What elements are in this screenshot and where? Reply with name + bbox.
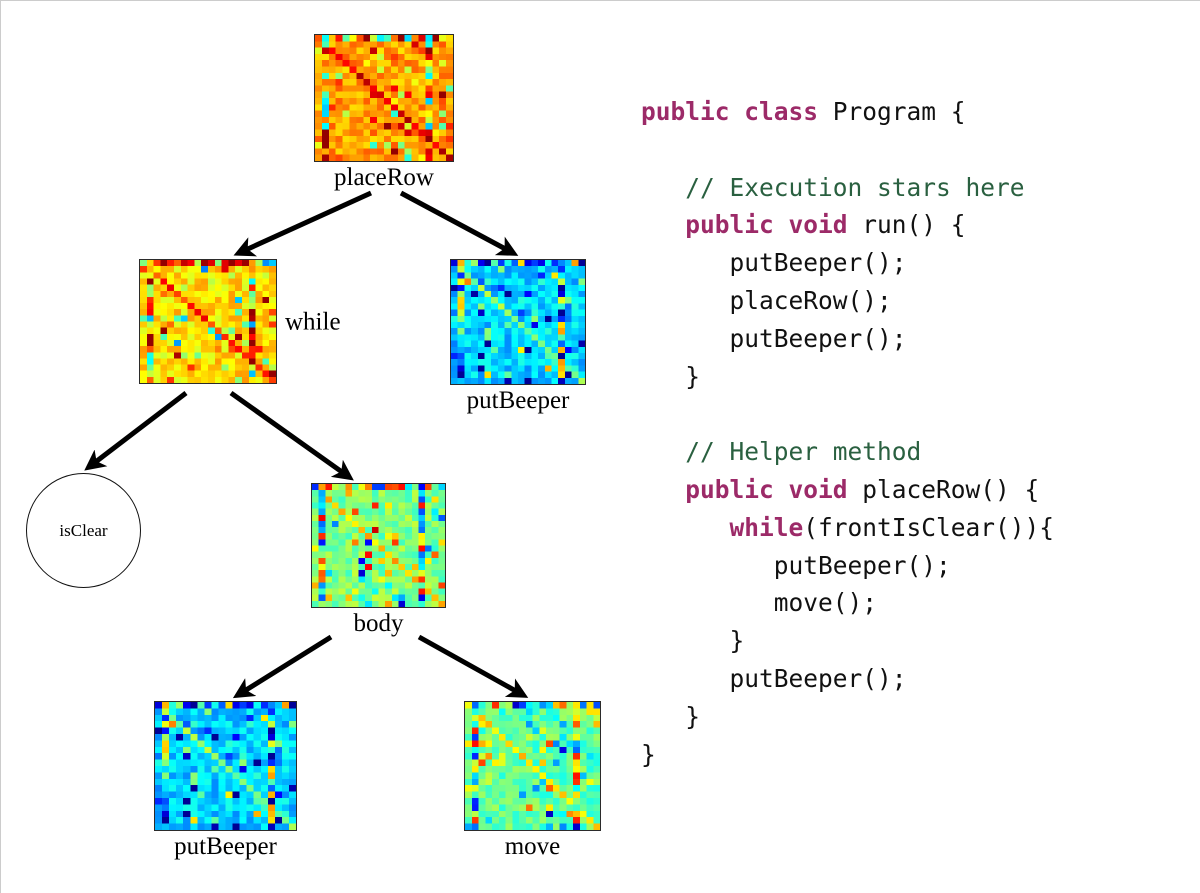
tree-node-putBeeper-leaf[interactable]: putBeeper xyxy=(154,701,297,859)
tree-edge-while-to-isClear xyxy=(84,391,188,471)
heatmap-body xyxy=(311,483,446,608)
tree-node-body[interactable]: body xyxy=(311,483,446,636)
code-token: while xyxy=(729,512,804,542)
tree-node-while[interactable]: while xyxy=(139,259,341,384)
heatmap-putBeeper-leaf xyxy=(154,701,297,831)
tree-edge-body-to-putBeeper-leaf xyxy=(232,634,333,699)
code-token: } xyxy=(641,739,656,769)
code-token: } xyxy=(641,701,701,731)
node-label-putBeeper-leaf: putBeeper xyxy=(174,833,277,860)
heatmap-putBeeper-right xyxy=(450,259,586,385)
code-line xyxy=(641,395,1200,433)
code-line: // Helper method xyxy=(641,433,1200,471)
execution-tree-panel: placeRow while putBeeper isClear body putBeep… xyxy=(1,1,641,893)
code-line: move(); xyxy=(641,584,1200,622)
code-token xyxy=(641,513,730,542)
code-line xyxy=(641,131,1200,169)
code-line: public class Program { xyxy=(641,93,1200,131)
code-line: // Execution stars here xyxy=(641,169,1200,207)
code-token: putBeeper(); xyxy=(641,248,907,278)
tree-node-isClear[interactable]: isClear xyxy=(26,473,141,588)
heatmap-while xyxy=(139,259,277,384)
code-line: putBeeper(); xyxy=(641,320,1200,358)
code-token xyxy=(641,475,685,504)
code-token: public void xyxy=(685,474,863,504)
tree-edge-body-to-move xyxy=(417,634,529,698)
code-token xyxy=(641,210,685,239)
source-code-panel: public class Program { // Execution star… xyxy=(641,93,1200,773)
tree-node-placeRow-root[interactable]: placeRow xyxy=(314,34,454,190)
tree-node-putBeeper-right[interactable]: putBeeper xyxy=(450,259,586,413)
node-label-body: body xyxy=(353,610,404,637)
code-line: placeRow(); xyxy=(641,282,1200,320)
code-token: // Helper method xyxy=(685,437,922,467)
code-line: putBeeper(); xyxy=(641,244,1200,282)
code-token: } xyxy=(641,361,701,391)
code-token: putBeeper(); xyxy=(641,663,907,693)
code-token: Program { xyxy=(832,97,966,126)
code-token: putBeeper(); xyxy=(641,323,907,353)
tree-node-move[interactable]: move xyxy=(464,701,601,859)
circle-isClear[interactable]: isClear xyxy=(26,473,141,588)
code-line: putBeeper(); xyxy=(641,660,1200,698)
code-token: placeRow(); xyxy=(641,285,892,315)
code-token: run() { xyxy=(862,210,966,240)
node-label-move: move xyxy=(504,833,561,860)
code-token: public void xyxy=(685,210,863,240)
code-line: while(frontIsClear()){ xyxy=(641,509,1200,547)
code-line: } xyxy=(641,358,1200,396)
code-line: public void run() { xyxy=(641,206,1200,244)
heatmap-move xyxy=(464,701,601,831)
code-line: } xyxy=(641,736,1200,774)
code-token xyxy=(641,173,685,202)
code-line: putBeeper(); xyxy=(641,547,1200,585)
source-code-block: public class Program { // Execution star… xyxy=(641,93,1200,773)
code-token: public class xyxy=(641,97,833,126)
code-token: placeRow() { xyxy=(862,474,1040,504)
code-line: public void placeRow() { xyxy=(641,471,1200,509)
code-line: } xyxy=(641,622,1200,660)
code-token: move(); xyxy=(641,588,878,618)
node-label-isClear: isClear xyxy=(59,520,108,540)
code-token: // Execution stars here xyxy=(685,172,1025,202)
tree-edge-placeRow-root-to-putBeeper-right xyxy=(399,190,519,256)
code-token xyxy=(641,437,685,466)
tree-edge-while-to-body xyxy=(229,390,354,481)
heatmap-placeRow-root xyxy=(314,34,454,162)
code-token: putBeeper(); xyxy=(641,550,951,580)
node-label-placeRow-root: placeRow xyxy=(334,164,434,191)
code-line: } xyxy=(641,698,1200,736)
code-token: } xyxy=(641,626,745,656)
node-label-putBeeper-right: putBeeper xyxy=(466,387,570,414)
node-label-while: while xyxy=(285,308,341,335)
tree-edge-placeRow-root-to-while xyxy=(233,190,373,257)
code-token: (frontIsClear()){ xyxy=(803,512,1055,542)
